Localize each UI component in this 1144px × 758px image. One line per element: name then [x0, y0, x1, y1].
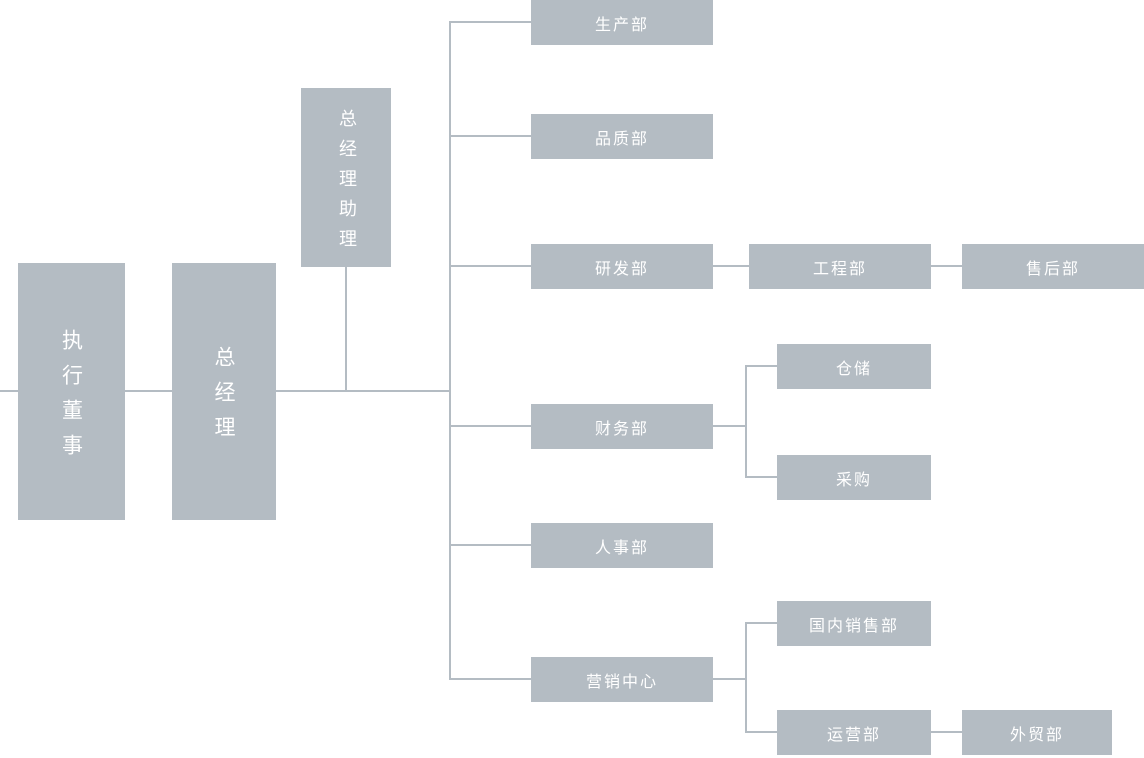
node-quality-dept: 品质部 — [531, 114, 713, 159]
node-domestic-sales-dept: 国内销售部 — [777, 601, 931, 646]
connector-gm-assistant-drop — [345, 267, 347, 392]
connector-executive-director-to-general-manager — [125, 390, 172, 392]
node-purchasing: 采购 — [777, 455, 931, 500]
node-rnd-dept: 研发部 — [531, 244, 713, 289]
connector-spine-to-quality — [450, 135, 531, 137]
connector-spine-vertical — [449, 21, 451, 680]
node-production-dept: 生产部 — [531, 0, 713, 45]
node-foreign-trade-dept: 外贸部 — [962, 710, 1112, 755]
connector-rnd-to-engineering — [713, 265, 749, 267]
connector-finance-branch-vertical — [745, 365, 747, 478]
connector-spine-to-marketing — [450, 678, 531, 680]
node-warehouse: 仓储 — [777, 344, 931, 389]
node-executive-director: 执行董事 — [18, 263, 125, 520]
connector-spine-to-rnd — [450, 265, 531, 267]
node-hr-dept: 人事部 — [531, 523, 713, 568]
connector-branch-to-purchasing — [745, 476, 777, 478]
node-gm-assistant: 总经理助理 — [301, 88, 391, 267]
connector-finance-to-branch — [713, 425, 747, 427]
connector-marketing-to-branch — [713, 678, 747, 680]
node-after-sales-dept: 售后部 — [962, 244, 1144, 289]
connector-spine-to-finance — [450, 425, 531, 427]
connector-engineering-to-after-sales — [931, 265, 962, 267]
connector-spine-to-production — [450, 21, 531, 23]
connector-branch-to-domestic-sales — [745, 622, 777, 624]
connector-left-edge-to-executive-director — [0, 390, 18, 392]
node-marketing-center: 营销中心 — [531, 657, 713, 702]
connector-marketing-branch-vertical — [745, 622, 747, 733]
node-operations-dept: 运营部 — [777, 710, 931, 755]
node-general-manager: 总经理 — [172, 263, 276, 520]
connector-spine-to-hr — [450, 544, 531, 546]
connector-general-manager-to-spine — [276, 390, 450, 392]
connector-operations-to-foreign-trade — [931, 731, 962, 733]
node-finance-dept: 财务部 — [531, 404, 713, 449]
connector-branch-to-operations — [745, 731, 777, 733]
node-engineering-dept: 工程部 — [749, 244, 931, 289]
connector-branch-to-warehouse — [745, 365, 777, 367]
